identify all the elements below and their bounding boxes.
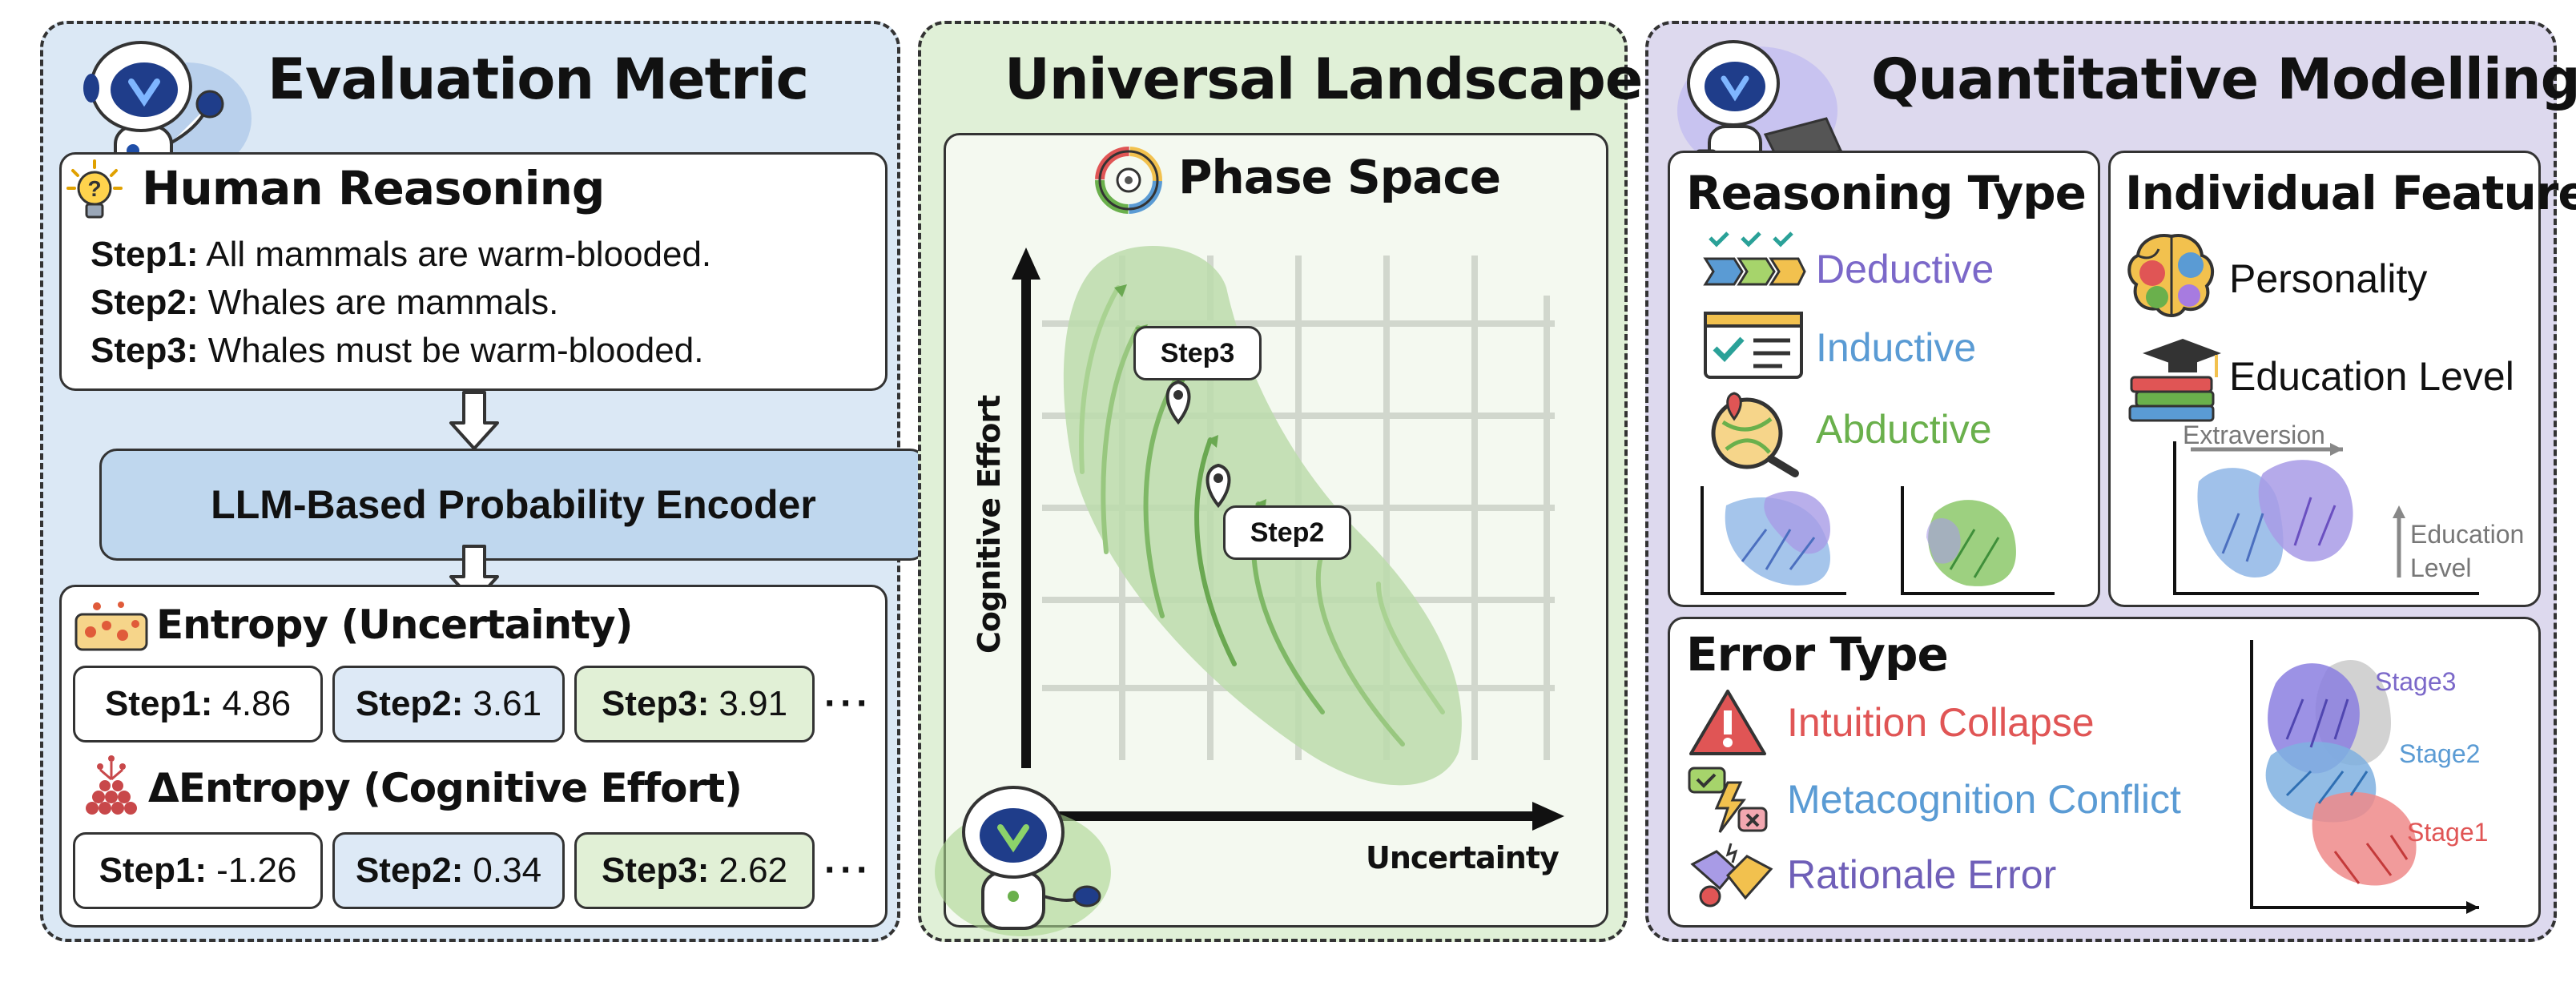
entropy-step3-value: Step3:3.91 bbox=[574, 666, 815, 742]
reasoning-type-mini-plots bbox=[1701, 486, 2055, 595]
human-reasoning-card: ? Human Reasoning Step1: All mammals are… bbox=[59, 152, 888, 391]
abductive-label: Abductive bbox=[1816, 407, 1992, 452]
reasoning-type-heading: Reasoning Type bbox=[1686, 166, 2087, 220]
ellipsis: ··· bbox=[824, 849, 872, 891]
error-type-card: Error Type Intuition Collapse Metacognit… bbox=[1668, 617, 2541, 928]
panel-title: Evaluation Metric bbox=[268, 46, 809, 112]
quantitative-modelling-panel: Quantitative Modelling Reasoning Type De… bbox=[1645, 21, 2576, 942]
stage3-label: Stage3 bbox=[2375, 667, 2457, 696]
deductive-label: Deductive bbox=[1816, 247, 1994, 292]
step3-marker-label: Step3 bbox=[1133, 326, 1262, 380]
extraversion-axis-label: Extraversion bbox=[2183, 421, 2325, 449]
evaluation-metric-panel: Evaluation Metric ? Human Reasoning Step… bbox=[40, 21, 928, 942]
panel-title: Universal Landscape bbox=[1004, 46, 1643, 112]
entropy-card: Entropy (Uncertainty) Step1:4.86 Step2:3… bbox=[59, 585, 888, 928]
map-search-icon bbox=[1711, 392, 1799, 477]
entropy-particles-icon bbox=[74, 602, 148, 651]
phase-space-heading: Phase Space bbox=[1178, 150, 1501, 204]
individual-feature-heading: Individual Feature bbox=[2125, 166, 2576, 220]
lightbulb-icon: ? bbox=[66, 159, 123, 219]
education-axis-label-line2: Level bbox=[2410, 553, 2472, 582]
down-arrow-icon bbox=[449, 391, 499, 450]
y-axis-label: Cognitive Effort bbox=[972, 395, 1007, 654]
education-axis-label-line1: Education bbox=[2410, 520, 2525, 549]
entropy-heading: Entropy (Uncertainty) bbox=[156, 602, 633, 648]
delta-particles-icon bbox=[86, 755, 137, 815]
rationale-error-label: Rationale Error bbox=[1787, 852, 2057, 897]
stage1-label: Stage1 bbox=[2407, 818, 2489, 847]
reasoning-step-2: Step2: Whales are mammals. bbox=[91, 283, 559, 322]
human-reasoning-heading: Human Reasoning bbox=[142, 161, 605, 215]
step2-marker-label: Step2 bbox=[1223, 505, 1351, 560]
intuition-collapse-label: Intuition Collapse bbox=[1787, 700, 2095, 745]
stage2-label: Stage2 bbox=[2399, 739, 2481, 768]
warning-icon bbox=[1689, 690, 1766, 755]
robot-mascot-icon bbox=[83, 41, 252, 176]
delta-step2-value: Step2:0.34 bbox=[332, 832, 565, 909]
x-axis-label: Uncertainty bbox=[1366, 840, 1560, 875]
inductive-label: Inductive bbox=[1816, 325, 1977, 370]
brain-personality-icon bbox=[2127, 234, 2215, 317]
delta-step1-value: Step1:-1.26 bbox=[73, 832, 323, 909]
svg-text:?: ? bbox=[87, 176, 101, 201]
conflict-icon bbox=[1688, 767, 1768, 833]
checklist-steps-icon bbox=[1703, 231, 1806, 286]
delta-step3-value: Step3:2.62 bbox=[574, 832, 815, 909]
document-check-icon bbox=[1704, 312, 1803, 379]
personality-label: Personality bbox=[2229, 256, 2428, 301]
reasoning-step-3: Step3: Whales must be warm-blooded. bbox=[91, 331, 704, 370]
phase-space-icon bbox=[1095, 147, 1162, 214]
entropy-step1-value: Step1:4.86 bbox=[73, 666, 323, 742]
error-type-heading: Error Type bbox=[1686, 627, 1949, 682]
delta-entropy-heading: ΔEntropy (Cognitive Effort) bbox=[148, 765, 743, 811]
error-stage-plot bbox=[2250, 640, 2479, 914]
entropy-step2-value: Step2:3.61 bbox=[332, 666, 565, 742]
ellipsis: ··· bbox=[824, 682, 872, 725]
llm-probability-encoder: LLM-Based Probability Encoder bbox=[99, 449, 928, 561]
universal-landscape-panel: Universal Landscape Phase Space bbox=[918, 21, 1643, 942]
individual-feature-plot bbox=[2173, 441, 2479, 595]
reasoning-step-1: Step1: All mammals are warm-blooded. bbox=[91, 235, 712, 274]
panel-title: Quantitative Modelling bbox=[1871, 46, 2576, 112]
broken-handshake-icon bbox=[1690, 843, 1773, 908]
phase-space-card: Phase Space bbox=[935, 133, 1608, 936]
education-level-label: Education Level bbox=[2229, 354, 2514, 399]
robot-mascot-icon bbox=[935, 786, 1111, 936]
individual-feature-card: Individual Feature Personality Education… bbox=[2108, 151, 2576, 607]
metacognition-conflict-label: Metacognition Conflict bbox=[1787, 777, 2181, 822]
reasoning-type-card: Reasoning Type Deductive Inductive Abduc… bbox=[1668, 151, 2100, 607]
books-graduation-icon bbox=[2128, 339, 2221, 422]
